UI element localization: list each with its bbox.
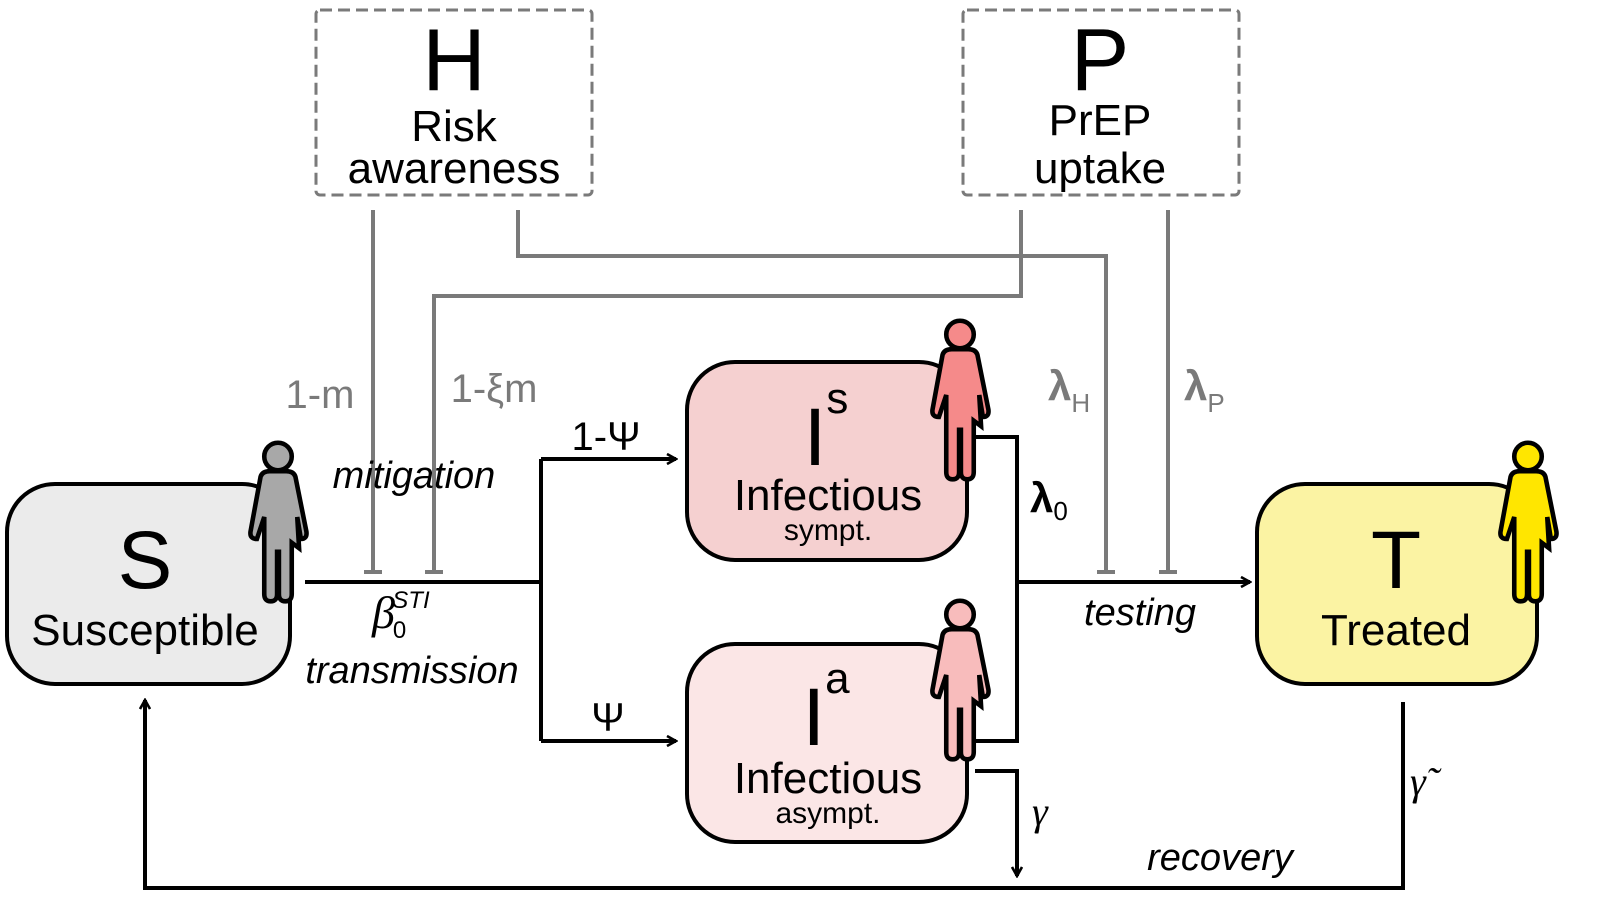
testing-rate-P: λP xyxy=(1184,362,1225,418)
H-to-testing-line xyxy=(516,210,1108,572)
to-asymptomatic-label: Ψ xyxy=(591,696,624,740)
testing-label: testing xyxy=(1084,592,1196,634)
flow-lines xyxy=(145,435,1405,890)
modifier-symbol-H: H xyxy=(422,10,486,109)
mitigation-label: mitigation xyxy=(333,455,496,497)
modifier-label-line1: Risk xyxy=(411,102,498,151)
compartment-label: Treated xyxy=(1321,606,1471,655)
compartment-label: Infectious xyxy=(734,471,922,520)
mitigation-factor-H: 1-m xyxy=(286,373,355,417)
recovery-label: recovery xyxy=(1147,837,1295,879)
svg-text:Ia: Ia xyxy=(802,654,850,763)
transmission-label: transmission xyxy=(305,650,518,692)
compartment-sublabel: sympt. xyxy=(784,514,872,547)
compartment-symbol: I xyxy=(804,392,827,483)
treated-recovery-rate: γ̃ xyxy=(1410,759,1442,804)
modifier-label-line2: uptake xyxy=(1034,144,1166,193)
compartment-infectious-symptomatic: Is Infectious sympt. xyxy=(685,321,989,562)
compartment-symbol: T xyxy=(1371,515,1421,606)
compartment-infectious-asymptomatic: Ia Infectious asympt. xyxy=(685,601,989,844)
compartment-label: Infectious xyxy=(734,754,922,803)
modifier-box-prep-uptake: P PrEP uptake xyxy=(961,8,1241,197)
compartment-susceptible: S Susceptible xyxy=(5,443,307,686)
natural-recovery-rate: γ xyxy=(1032,789,1049,834)
testing-rate-H: λH xyxy=(1048,362,1090,418)
compartment-label: Susceptible xyxy=(31,606,258,655)
compartment-symbol: S xyxy=(118,515,173,606)
mitigation-factor-P: 1-ξm xyxy=(451,367,538,411)
compartment-treated: T Treated xyxy=(1255,443,1557,686)
to-symptomatic-label: 1-Ψ xyxy=(572,415,641,459)
modifier-box-risk-awareness: H Risk awareness xyxy=(314,8,594,197)
compartment-sublabel: asympt. xyxy=(775,797,880,830)
compartment-superscript: a xyxy=(825,654,850,703)
modifier-connectors xyxy=(364,210,1177,574)
testing-base-rate: λ0 xyxy=(1030,474,1068,526)
P-to-transmission-line xyxy=(432,210,1023,572)
compartment-symbol: I xyxy=(802,672,825,763)
transmission-rate: β0STI xyxy=(371,587,430,644)
recovery-return-arrow xyxy=(145,700,1405,890)
infectious-merge xyxy=(975,435,1019,743)
modifier-label-line1: PrEP xyxy=(1049,96,1152,145)
modifier-label-line2: awareness xyxy=(348,144,561,193)
modifier-symbol-P: P xyxy=(1071,10,1130,109)
compartment-superscript: s xyxy=(826,374,848,423)
natural-recovery-arrow xyxy=(975,769,1017,876)
svg-text:Is: Is xyxy=(804,374,849,483)
